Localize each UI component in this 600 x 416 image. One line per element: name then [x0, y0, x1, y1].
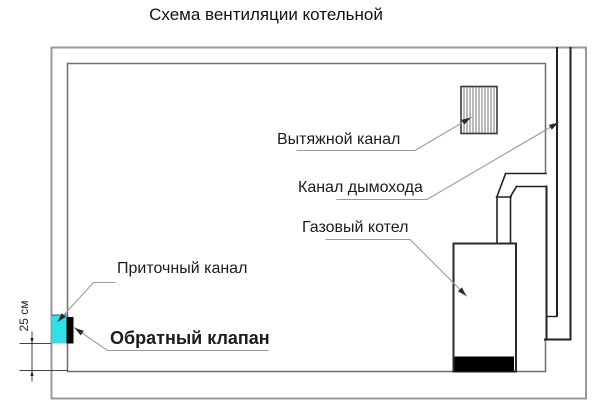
label-dimension-25cm: 25 см — [17, 300, 31, 332]
dimension-25cm — [19, 331, 68, 382]
page-title: Схема вентиляции котельной — [149, 5, 383, 24]
exhaust-grille — [460, 85, 498, 135]
label-chimney-channel: Канал дымохода — [298, 179, 423, 196]
check-valve — [66, 317, 74, 344]
label-check-valve: Обратный клапан — [110, 328, 270, 348]
room-inner-wall — [66, 62, 547, 373]
label-supply-channel: Приточный канал — [117, 260, 248, 277]
leader-supply-channel — [56, 281, 116, 323]
leader-chimney-channel — [336, 121, 560, 201]
label-exhaust-channel: Вытяжной канал — [277, 131, 401, 148]
boiler — [452, 242, 517, 373]
label-gas-boiler: Газовый котел — [302, 219, 409, 236]
leader-check-valve — [73, 327, 269, 352]
leader-lines — [56, 116, 560, 352]
boiler-flue-pipe — [495, 172, 547, 244]
leader-exhaust-channel — [296, 116, 472, 152]
chimney-duct — [544, 47, 572, 341]
leader-gas-boiler — [325, 238, 468, 297]
boiler-base — [454, 356, 514, 372]
room-outer-wall — [50, 46, 587, 400]
